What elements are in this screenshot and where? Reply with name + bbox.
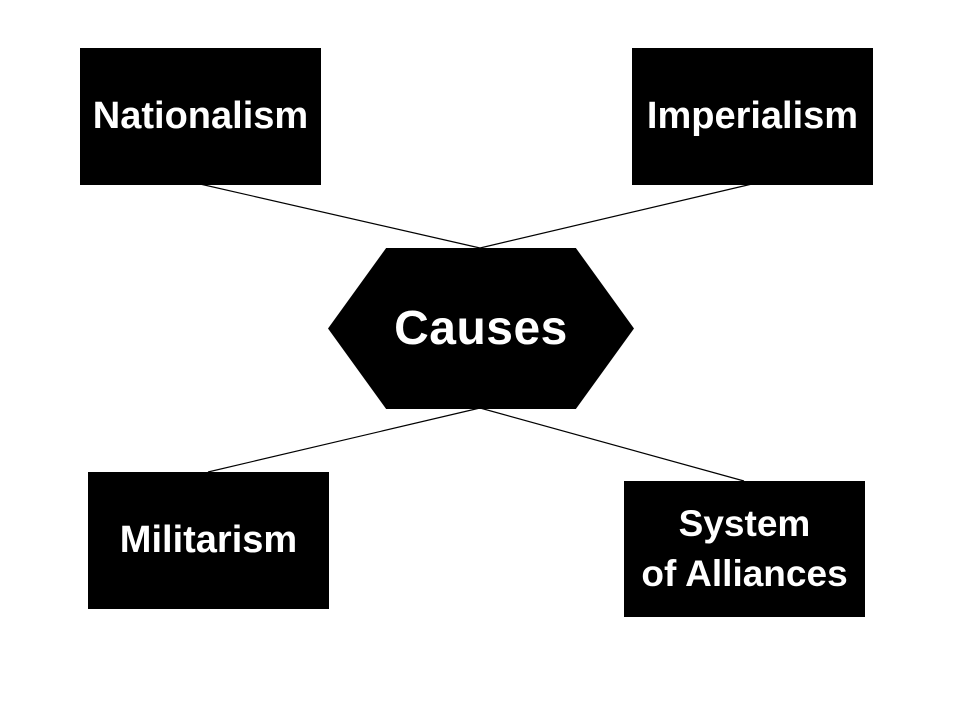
center-label: Causes bbox=[394, 302, 568, 355]
node-system-of-alliances: System of Alliances bbox=[624, 481, 865, 617]
node-nationalism: Nationalism bbox=[80, 48, 321, 185]
node-militarism: Militarism bbox=[88, 472, 329, 609]
node-alliances-text: System of Alliances bbox=[641, 499, 847, 599]
node-nationalism-label: Nationalism bbox=[92, 94, 309, 137]
node-alliances-line2: of Alliances bbox=[641, 553, 848, 594]
connector-militarism bbox=[207, 407, 481, 473]
node-imperialism-label: Imperialism bbox=[646, 94, 859, 137]
center-hexagon-causes: Causes bbox=[328, 248, 634, 409]
connector-nationalism bbox=[199, 183, 481, 249]
node-militarism-label: Militarism bbox=[119, 518, 298, 561]
node-alliances-line1: System bbox=[678, 503, 811, 545]
node-imperialism: Imperialism bbox=[632, 48, 873, 185]
connector-imperialism bbox=[479, 183, 753, 249]
connector-alliances bbox=[479, 407, 745, 482]
